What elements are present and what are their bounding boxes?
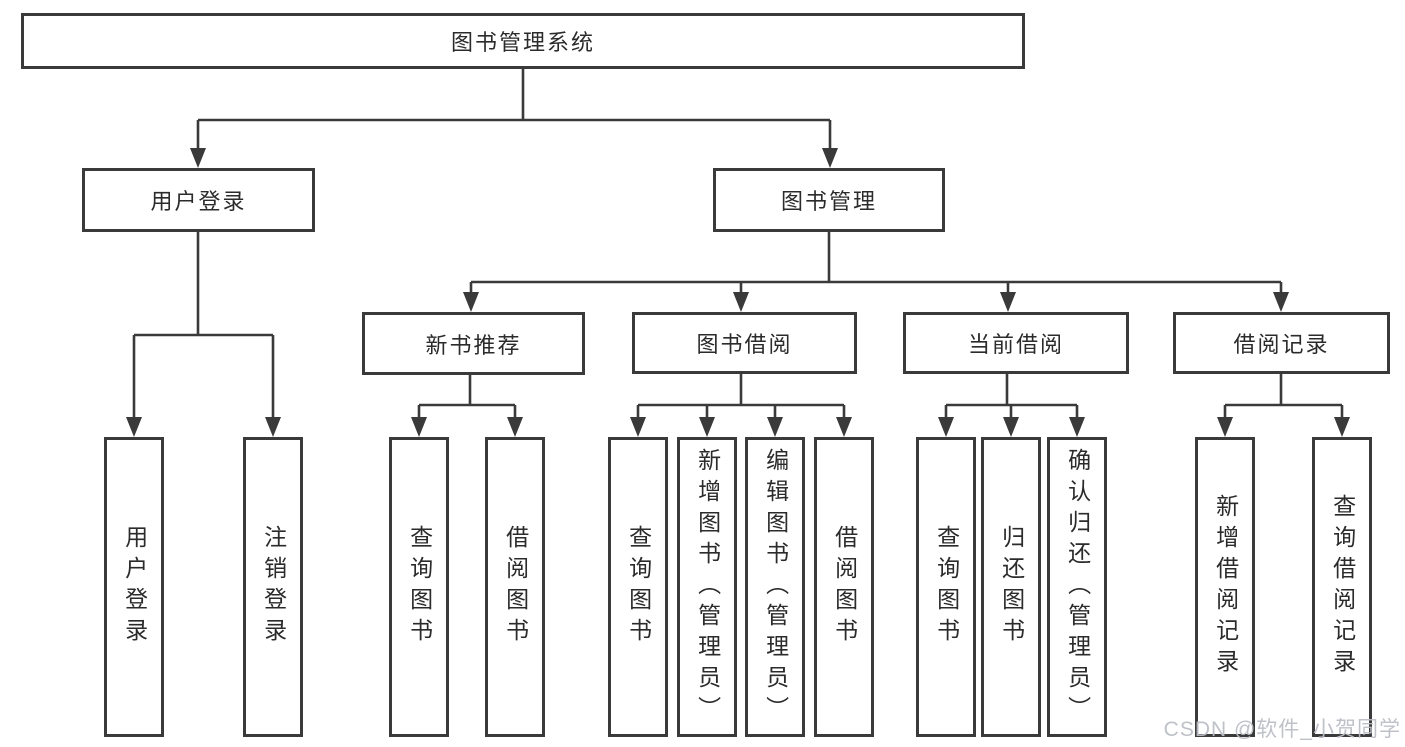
- leaf-add-borrow-record: 新增借阅记录: [1195, 437, 1255, 737]
- arrow-down-icon: [836, 417, 852, 437]
- leaf-borrow-books-1-label: 借阅图书: [502, 525, 529, 649]
- leaf-edit-books-admin-label: 编辑图书（管理员）: [762, 447, 789, 727]
- connector-records: [1223, 374, 1344, 421]
- leaf-query-borrow-record: 查询借阅记录: [1312, 437, 1372, 737]
- node-new-book-recommend: 新书推荐: [362, 312, 585, 375]
- arrow-down-icon: [126, 417, 142, 437]
- node-book-management-label: 图书管理: [780, 189, 877, 214]
- arrow-down-icon: [1273, 292, 1289, 312]
- node-user-login: 用户登录: [82, 168, 315, 232]
- connector-book-mgmt: [469, 232, 1283, 296]
- node-borrow-records: 借阅记录: [1173, 312, 1390, 374]
- node-book-borrowing: 图书借阅: [632, 312, 857, 374]
- leaf-add-books-admin: 新增图书（管理员）: [677, 437, 737, 737]
- arrow-down-icon: [463, 292, 479, 312]
- leaf-logout-label: 注销登录: [260, 525, 287, 649]
- arrow-down-icon: [1003, 417, 1019, 437]
- leaf-add-borrow-record-label: 新增借阅记录: [1212, 494, 1239, 680]
- leaf-return-books: 归还图书: [981, 437, 1041, 737]
- leaf-edit-books-admin: 编辑图书（管理员）: [745, 437, 805, 737]
- leaf-query-books-3-label: 查询图书: [933, 525, 960, 649]
- leaf-confirm-return-admin: 确认归还（管理员）: [1047, 437, 1107, 737]
- leaf-confirm-return-admin-label: 确认归还（管理员）: [1064, 447, 1091, 727]
- arrow-down-icon: [265, 417, 281, 437]
- arrow-down-icon: [733, 292, 749, 312]
- leaf-borrow-books-2: 借阅图书: [814, 437, 874, 737]
- connector-current: [944, 374, 1079, 421]
- leaf-query-borrow-record-label: 查询借阅记录: [1329, 494, 1356, 680]
- arrowhead-icons: [126, 148, 1350, 437]
- leaf-add-books-admin-label: 新增图书（管理员）: [694, 447, 721, 727]
- arrow-down-icon: [411, 417, 427, 437]
- leaf-user-login-label: 用户登录: [121, 525, 148, 649]
- leaf-borrow-books-2-label: 借阅图书: [831, 525, 858, 649]
- arrow-down-icon: [630, 417, 646, 437]
- node-book-borrowing-label: 图书借阅: [696, 332, 793, 357]
- node-root-label: 图书管理系统: [450, 30, 595, 55]
- connector-new-books: [417, 375, 517, 421]
- leaf-borrow-books-1: 借阅图书: [485, 437, 545, 737]
- arrow-down-icon: [1217, 417, 1233, 437]
- arrow-down-icon: [1334, 417, 1350, 437]
- leaf-query-books-3: 查询图书: [916, 437, 976, 737]
- node-borrow-records-label: 借阅记录: [1233, 332, 1330, 357]
- leaf-logout: 注销登录: [243, 437, 303, 737]
- node-current-borrowing: 当前借阅: [903, 312, 1129, 374]
- arrow-down-icon: [1000, 292, 1016, 312]
- connector-root: [196, 69, 832, 152]
- arrow-down-icon: [1069, 417, 1085, 437]
- arrow-down-icon: [822, 148, 838, 168]
- leaf-query-books-1-label: 查询图书: [406, 525, 433, 649]
- arrow-down-icon: [699, 417, 715, 437]
- csdn-watermark: CSDN @软件_小贺同学: [1163, 718, 1401, 741]
- connector-borrow: [636, 374, 846, 421]
- node-current-borrowing-label: 当前借阅: [967, 332, 1064, 357]
- connector-user-login: [132, 232, 275, 421]
- node-book-management: 图书管理: [713, 168, 945, 232]
- arrow-down-icon: [507, 417, 523, 437]
- node-root-system: 图书管理系统: [21, 13, 1025, 69]
- arrow-down-icon: [938, 417, 954, 437]
- leaf-return-books-label: 归还图书: [998, 525, 1025, 649]
- leaf-query-books-2: 查询图书: [608, 437, 668, 737]
- leaf-query-books-2-label: 查询图书: [625, 525, 652, 649]
- leaf-query-books-1: 查询图书: [389, 437, 449, 737]
- arrow-down-icon: [767, 417, 783, 437]
- arrow-down-icon: [190, 148, 206, 168]
- leaf-user-login: 用户登录: [104, 437, 164, 737]
- node-user-login-label: 用户登录: [150, 189, 247, 214]
- node-new-book-recommend-label: 新书推荐: [425, 332, 522, 358]
